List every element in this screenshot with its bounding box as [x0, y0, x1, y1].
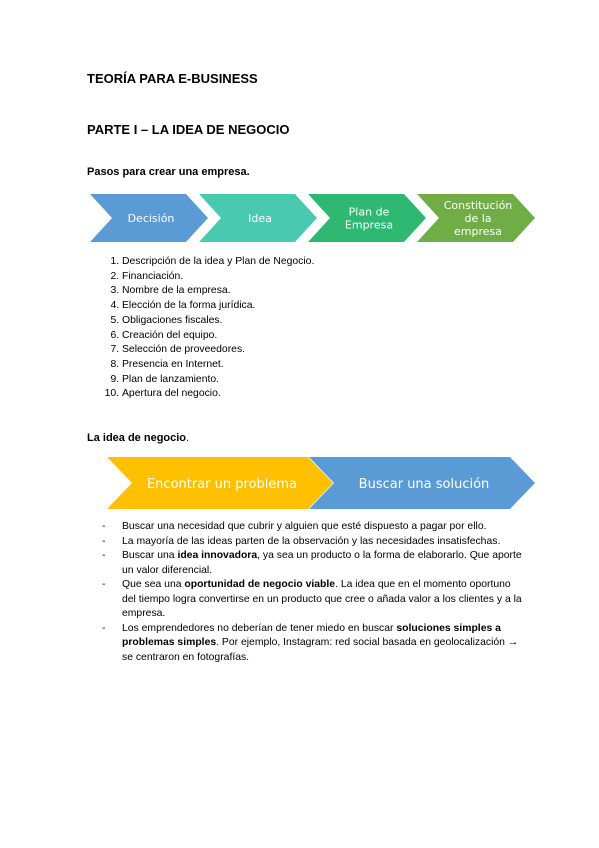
- process-step-label: Idea: [248, 212, 272, 225]
- process-step-1: Decisión: [90, 194, 208, 242]
- bullet-marker: -: [102, 622, 106, 634]
- bullet-text: , ya sea un producto o la forma de elabo…: [122, 550, 522, 576]
- idea-step-2: Buscar una solución: [309, 457, 535, 509]
- step-item: Obligaciones fiscales.: [122, 314, 542, 329]
- process-step-label: empresa: [454, 225, 502, 238]
- process-step-shape: [308, 194, 426, 242]
- idea-step-shape: [107, 457, 333, 509]
- step-item: Financiación.: [122, 270, 542, 285]
- idea-bullet-item: - Buscar una idea innovadora, ya sea un p…: [102, 549, 522, 578]
- bullet-text-bold: soluciones simples a problemas simples: [122, 622, 501, 649]
- step-item: Plan de lanzamiento.: [122, 373, 542, 388]
- idea-bullet-item: - La mayoría de las ideas parten de la ob…: [102, 535, 522, 550]
- idea-chevron-diagram: Encontrar un problema Buscar una solución: [107, 457, 535, 509]
- process-step-label: de la: [464, 212, 491, 225]
- process-step-2: Idea: [199, 194, 317, 242]
- step-item: Presencia en Internet.: [122, 358, 542, 373]
- document-title: TEORÍA PARA E-BUSINESS: [87, 71, 258, 86]
- idea-step-1: Encontrar un problema: [107, 457, 333, 509]
- idea-step-shape: [309, 457, 535, 509]
- process-step-label: Plan de: [349, 206, 390, 219]
- process-step-shape: [90, 194, 208, 242]
- bullet-text: . La idea que en el momento oportuno del…: [122, 579, 522, 619]
- step-item: Apertura del negocio.: [122, 387, 542, 402]
- step-item: Nombre de la empresa.: [122, 284, 542, 299]
- process-step-shape: [199, 194, 317, 242]
- idea-heading-tail: .: [186, 432, 190, 444]
- part-title: PARTE I – LA IDEA DE NEGOCIO: [87, 122, 290, 137]
- idea-step-label: Encontrar un problema: [147, 477, 297, 492]
- idea-bullet-list: - Buscar una necesidad que cubrir y algui…: [102, 520, 522, 665]
- bullet-text: Buscar una necesidad que cubrir y alguie…: [122, 521, 487, 532]
- bullet-text-bold: oportunidad de negocio viable: [184, 579, 336, 590]
- step-item: Selección de proveedores.: [122, 343, 542, 358]
- idea-bullet-item: - Los emprendedores no deberían de tener …: [102, 622, 522, 666]
- bullet-marker: -: [102, 579, 106, 590]
- bullet-text: Que sea una: [122, 579, 185, 590]
- bullet-text: Los emprendedores no deberían de tener m…: [122, 622, 397, 634]
- bullet-marker: -: [102, 521, 106, 532]
- step-item: Descripción de la idea y Plan de Negocio…: [122, 255, 542, 270]
- idea-heading-bold: La idea de negocio: [87, 432, 187, 444]
- idea-heading: La idea de negocio.: [87, 432, 189, 444]
- idea-step-label: Buscar una solución: [359, 477, 490, 492]
- process-step-label: Constitución: [444, 199, 513, 212]
- bullet-marker: -: [102, 535, 106, 547]
- step-item: Creación del equipo.: [122, 329, 542, 344]
- bullet-text: . Por ejemplo, Instagram: red social bas…: [122, 637, 519, 663]
- bullet-text: La mayoría de las ideas parten de la obs…: [122, 535, 501, 547]
- idea-bullet-item: - Que sea una oportunidad de negocio viab…: [102, 578, 522, 622]
- bullet-text-bold: idea innovadora: [177, 550, 258, 561]
- process-step-label: Decisión: [128, 212, 175, 225]
- process-step-label: Empresa: [345, 219, 393, 232]
- step-item: Elección de la forma jurídica.: [122, 299, 542, 314]
- idea-bullet-item: - Buscar una necesidad que cubrir y algui…: [102, 520, 522, 535]
- steps-heading: Pasos para crear una empresa.: [87, 166, 250, 178]
- bullet-text: Buscar una: [122, 550, 178, 561]
- steps-list: Descripción de la idea y Plan de Negocio…: [102, 255, 542, 402]
- bullet-marker: -: [102, 550, 106, 561]
- process-step-shape: [417, 194, 535, 242]
